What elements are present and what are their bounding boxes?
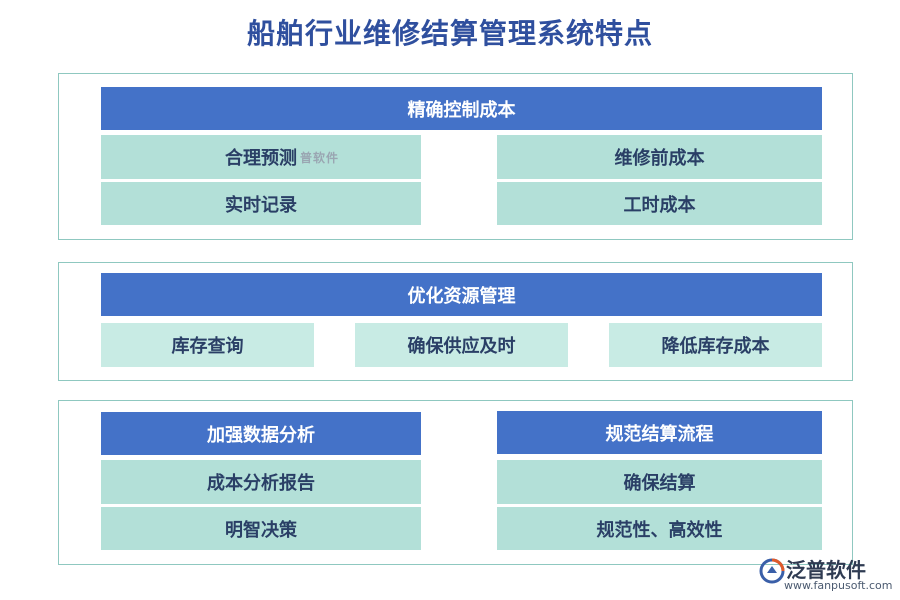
item-standardization-efficiency: 规范性、高效性 — [497, 507, 822, 550]
item-pre-repair-cost: 维修前成本 — [497, 135, 822, 179]
page-title: 船舶行业维修结算管理系统特点 — [246, 17, 653, 50]
item-cost-analysis-report: 成本分析报告 — [101, 460, 421, 504]
item-timely-supply: 确保供应及时 — [355, 323, 568, 367]
brand-logo-url: www.fanpusoft.com — [784, 579, 893, 592]
item-reasonable-forecast: 合理预测 — [101, 135, 421, 179]
item-wise-decision: 明智决策 — [101, 507, 421, 550]
item-labor-cost: 工时成本 — [497, 182, 822, 225]
item-real-time-record: 实时记录 — [101, 182, 421, 225]
brand-logo-name: 泛普软件 — [786, 558, 866, 582]
watermark-text: 普软件 — [300, 151, 340, 165]
section-header-data-analysis: 加强数据分析 — [101, 412, 421, 455]
brand-logo-icon — [759, 558, 785, 584]
brand-logo: 泛普软件 www.fanpusoft.com — [758, 554, 892, 596]
section-header-resource-management: 优化资源管理 — [101, 273, 822, 316]
section-header-settlement-process: 规范结算流程 — [497, 411, 822, 454]
item-reduce-inventory-cost: 降低库存成本 — [609, 323, 822, 367]
item-ensure-settlement: 确保结算 — [497, 460, 822, 504]
item-inventory-query: 库存查询 — [101, 323, 314, 367]
section-header-cost-control: 精确控制成本 — [101, 87, 822, 130]
